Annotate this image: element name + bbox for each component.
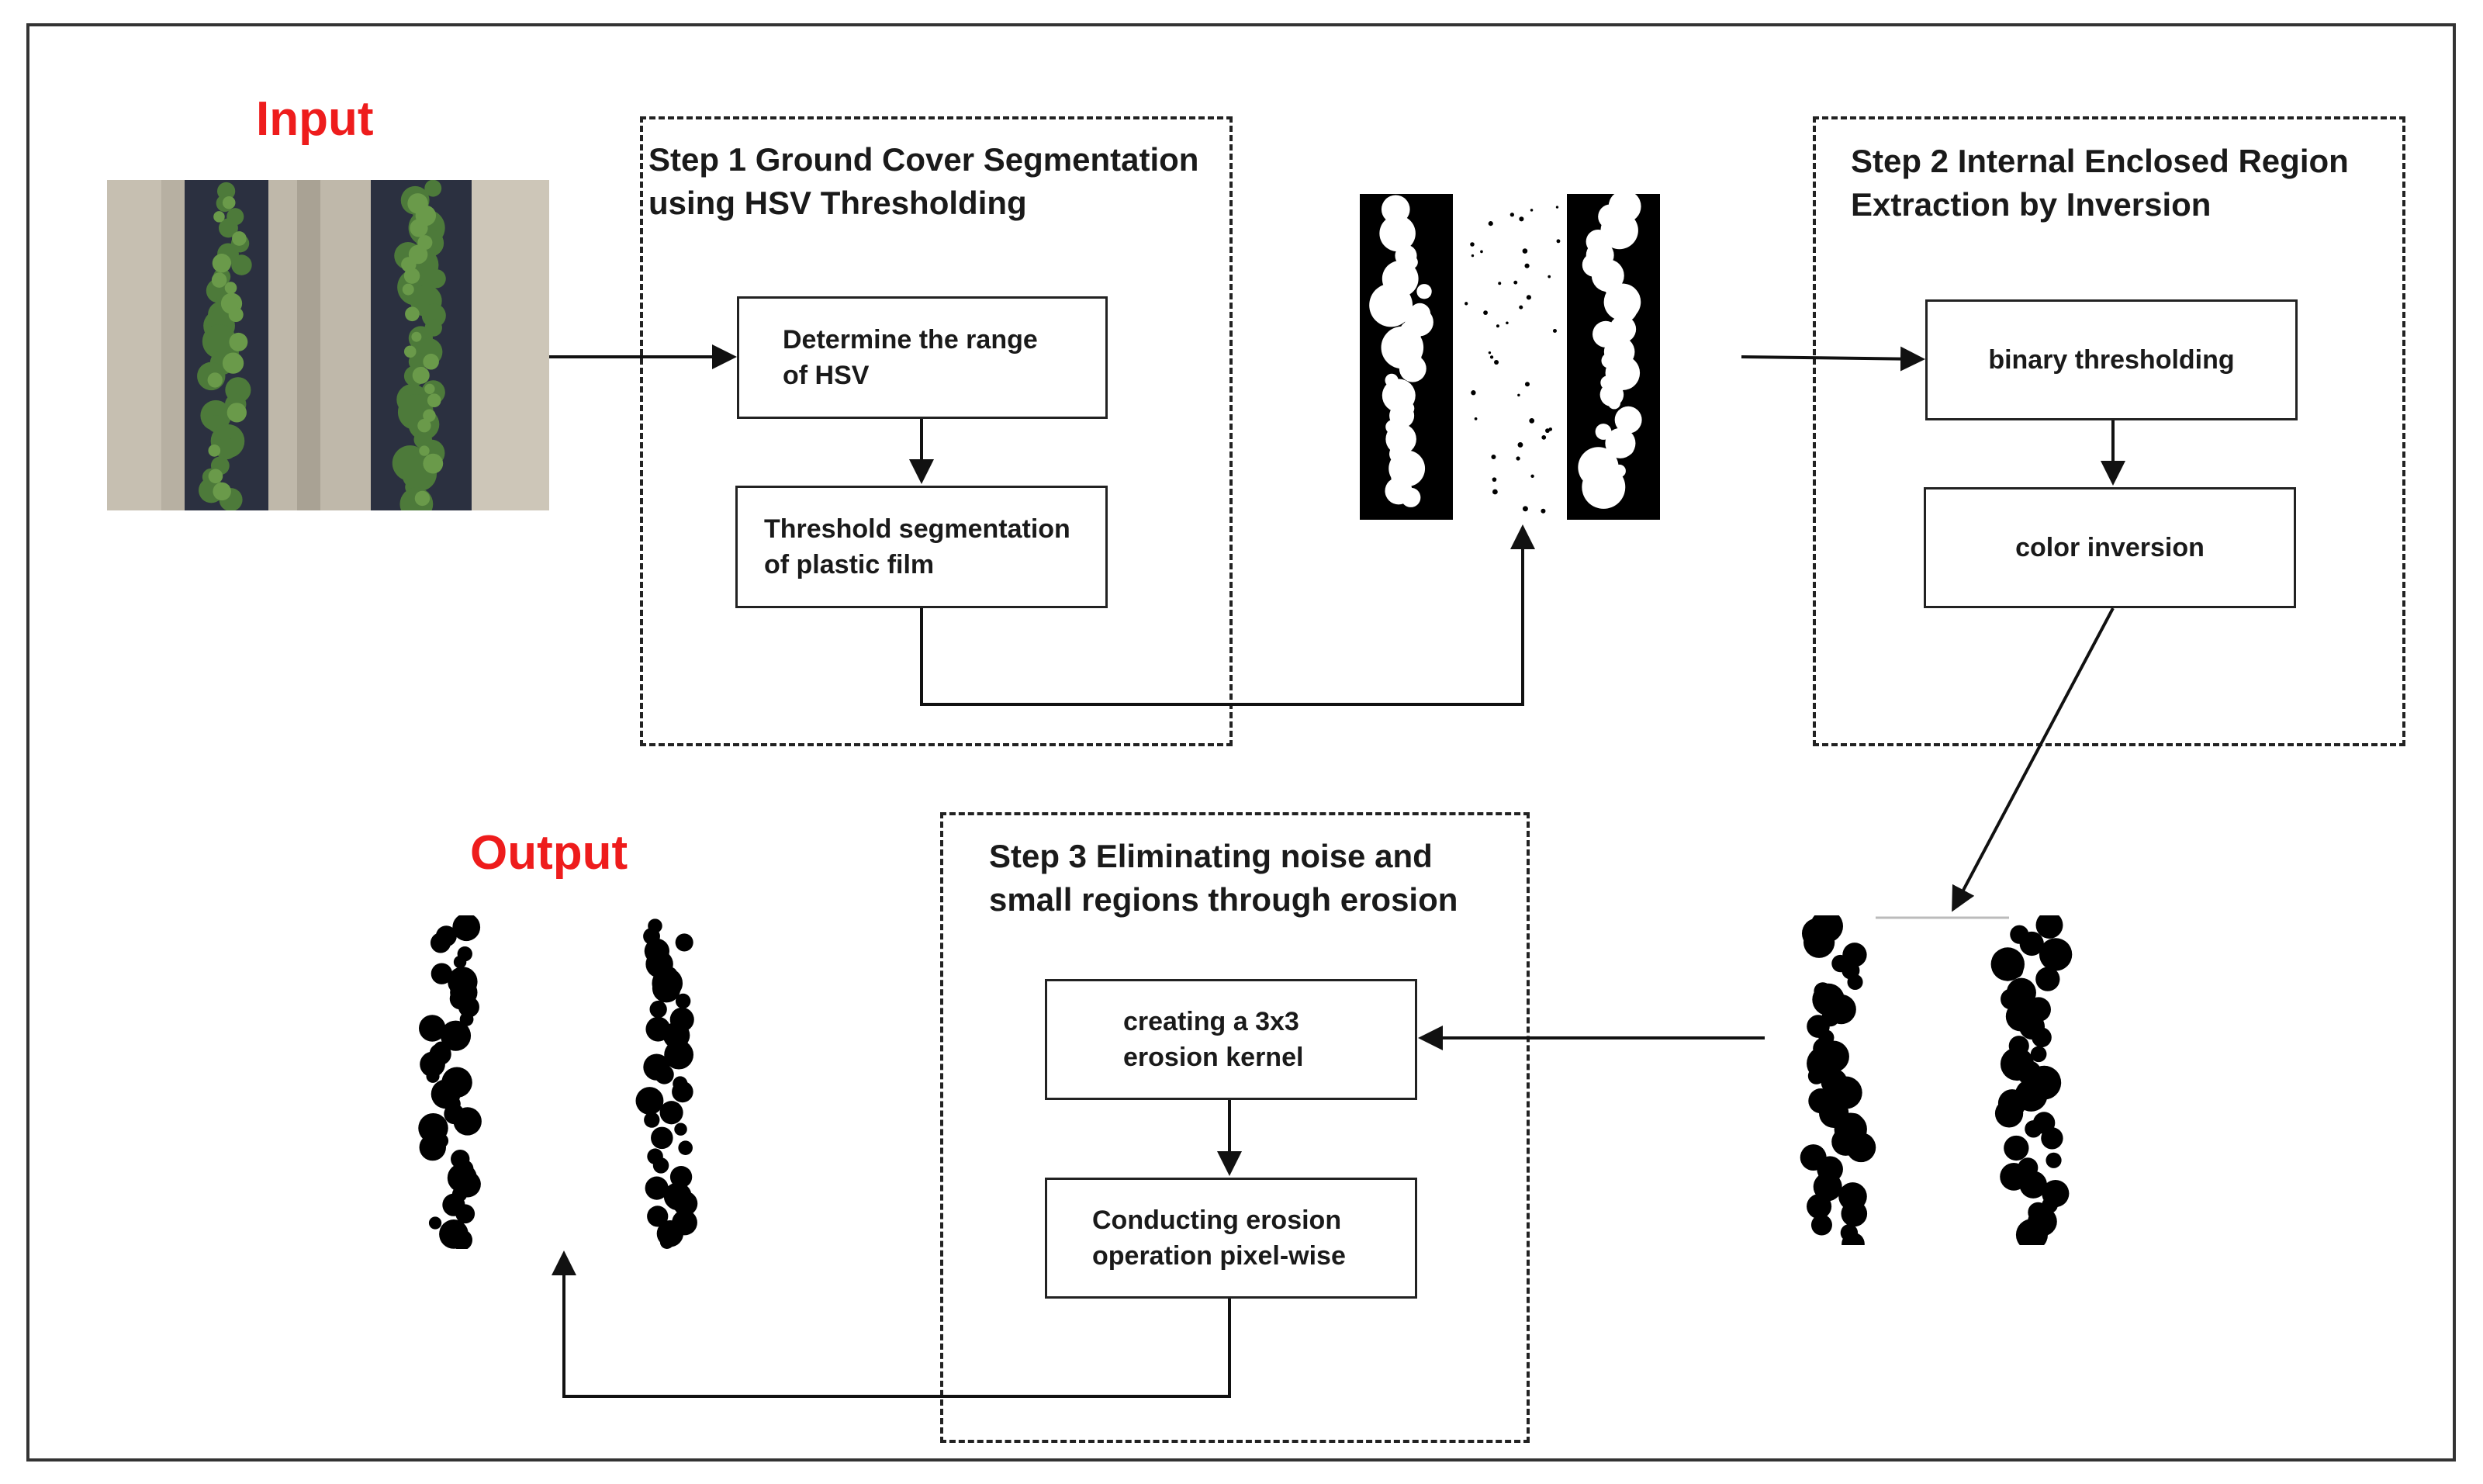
step2-container <box>1813 116 2405 746</box>
color-inversion-box: color inversion <box>1924 487 2296 608</box>
arrow-step2-to-mask2 <box>1952 607 2115 912</box>
step3-title: Step 3 Eliminating noise and small regio… <box>989 835 1458 922</box>
step2-title-line1: Step 2 Internal Enclosed Region <box>1851 143 2349 179</box>
step1-container <box>640 116 1233 746</box>
determine-hsv-line2: of HSV <box>783 361 870 390</box>
step1-title: Step 1 Ground Cover Segmentation using H… <box>648 138 1198 225</box>
erosion-kernel-box: creating a 3x3 erosion kernel <box>1045 979 1417 1100</box>
inverted-mask-image <box>1784 915 2094 1245</box>
threshold-segmentation-line1: Threshold segmentation <box>764 514 1070 544</box>
color-inversion-label: color inversion <box>2015 533 2205 562</box>
erosion-operation-line1: Conducting erosion <box>1092 1206 1342 1235</box>
input-label: Input <box>256 92 374 146</box>
hsv-mask-image <box>1350 190 1676 524</box>
arrow-step1-to-mask1 <box>920 524 1535 706</box>
erosion-operation-line2: operation pixel-wise <box>1092 1241 1346 1271</box>
step1-title-line2: using HSV Thresholding <box>648 185 1027 221</box>
step2-title: Step 2 Internal Enclosed Region Extracti… <box>1851 140 2349 227</box>
step2-title-line2: Extraction by Inversion <box>1851 186 2212 223</box>
arrow-mask1-to-step2 <box>1741 346 1925 372</box>
erosion-kernel-line2: erosion kernel <box>1123 1043 1304 1072</box>
arrow-step3-to-output <box>552 1251 1231 1398</box>
threshold-segmentation-box: Threshold segmentation of plastic film <box>735 486 1108 608</box>
determine-hsv-range-box: Determine the range of HSV <box>737 296 1108 419</box>
diagram-frame <box>26 23 2456 1462</box>
step3-title-line2: small regions through erosion <box>989 881 1458 918</box>
erosion-kernel-line1: creating a 3x3 <box>1123 1007 1299 1036</box>
step1-title-line1: Step 1 Ground Cover Segmentation <box>648 141 1199 178</box>
determine-hsv-line1: Determine the range <box>783 325 1038 355</box>
threshold-segmentation-line2: of plastic film <box>764 550 935 579</box>
binary-thresholding-box: binary thresholding <box>1925 299 2298 420</box>
binary-thresholding-label: binary thresholding <box>1988 345 2235 375</box>
output-label: Output <box>470 826 628 880</box>
step3-title-line1: Step 3 Eliminating noise and <box>989 838 1433 874</box>
output-mask-image <box>400 915 711 1249</box>
input-aerial-image <box>107 180 549 510</box>
step3-container <box>940 812 1530 1443</box>
erosion-operation-box: Conducting erosion operation pixel-wise <box>1045 1178 1417 1299</box>
